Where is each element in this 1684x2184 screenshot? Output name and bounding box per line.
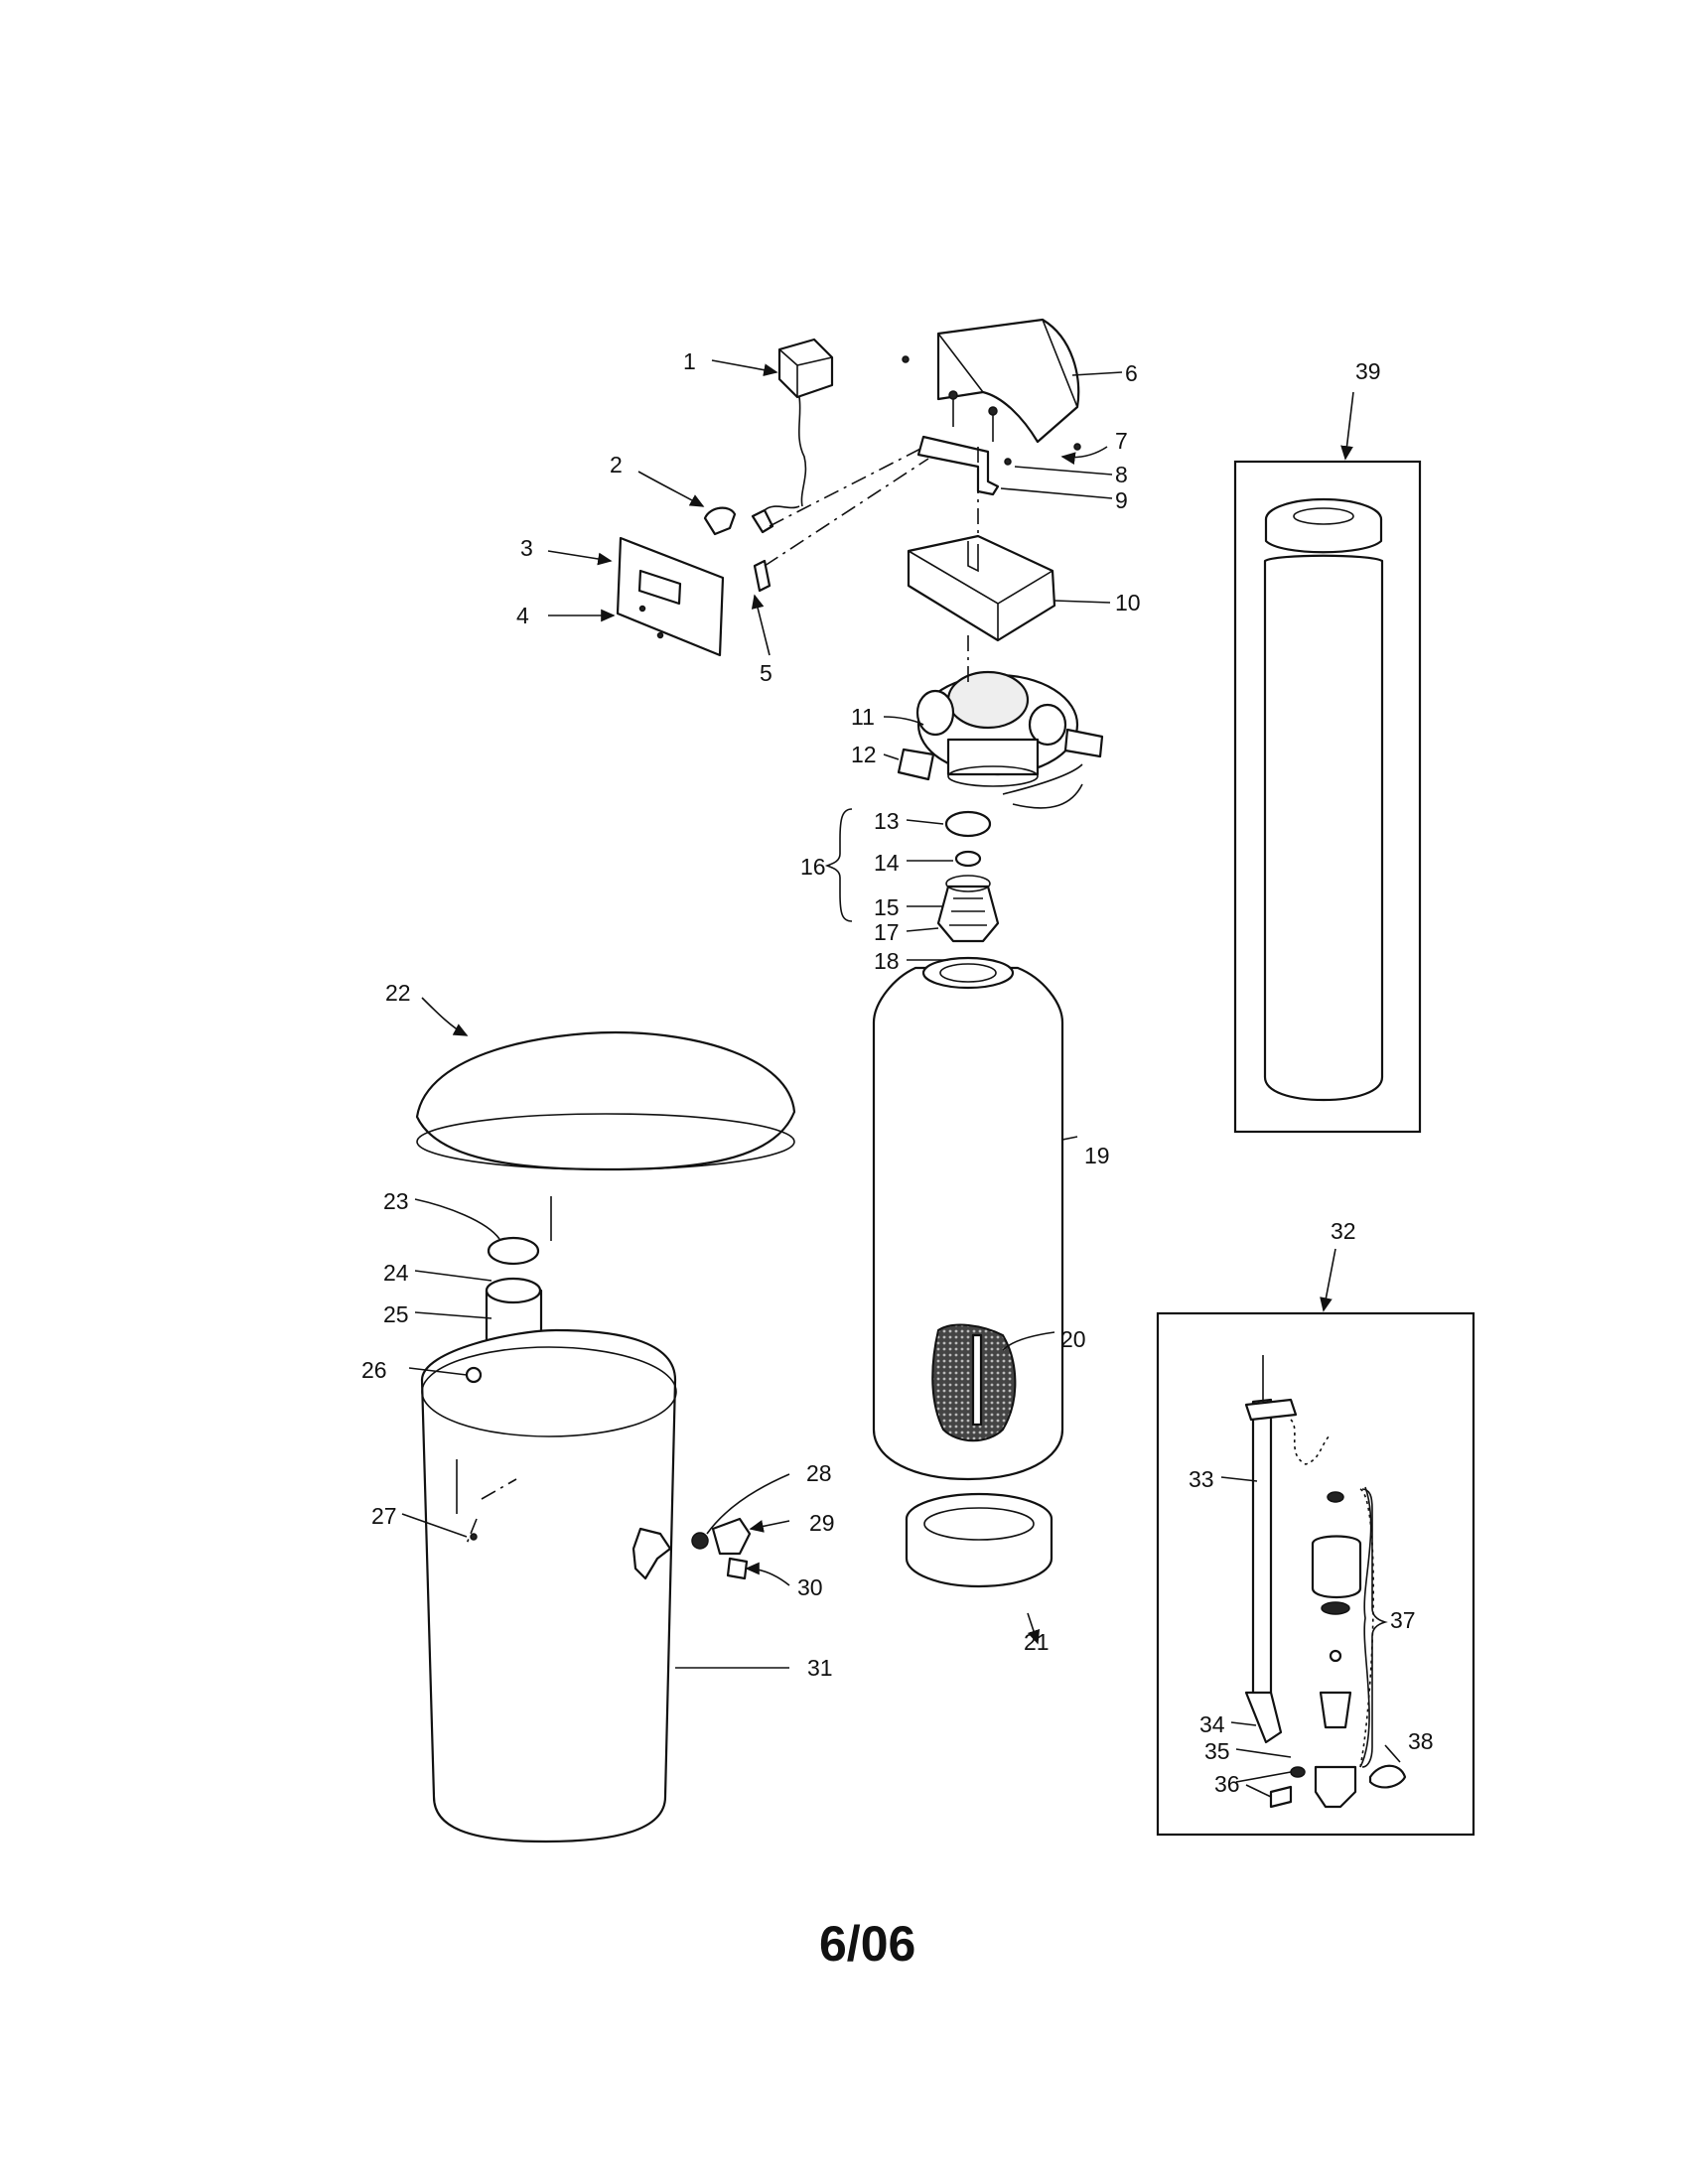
label-19: 19 [1084,1143,1110,1168]
label-39: 39 [1355,358,1381,384]
label-15: 15 [874,894,900,920]
label-8: 8 [1115,462,1128,487]
label-2: 2 [610,452,623,478]
label-24: 24 [383,1260,409,1286]
valve-cover [902,318,1080,444]
label-29: 29 [809,1510,835,1536]
brine-valve-assembly [1244,1355,1407,1809]
label-27: 27 [371,1503,397,1529]
label-30: 30 [797,1574,823,1600]
label-26: 26 [361,1357,387,1383]
label-20: 20 [1060,1326,1086,1352]
label-10: 10 [1115,590,1141,615]
control-valve [897,670,1104,809]
label-4: 4 [516,603,529,628]
label-14: 14 [874,850,900,876]
valve-housing [907,534,1056,642]
mineral-tank [872,956,1064,1481]
bracket-16 [824,808,853,922]
label-32: 32 [1331,1218,1356,1244]
part-labels: 1 2 3 4 5 6 7 8 9 10 11 12 13 14 15 16 1… [361,348,1434,1797]
label-23: 23 [383,1188,409,1214]
label-9: 9 [1115,487,1128,513]
leader-lines [401,359,1401,1798]
label-5: 5 [760,660,772,686]
label-35: 35 [1204,1738,1230,1764]
transformer [777,338,834,507]
label-6: 6 [1125,360,1138,386]
overflow-fitting [691,1517,752,1580]
brine-lid [415,1030,796,1171]
label-1: 1 [683,348,696,374]
label-18: 18 [874,948,900,974]
label-3: 3 [520,535,533,561]
label-36: 36 [1214,1771,1240,1797]
label-38: 38 [1408,1728,1434,1754]
label-34: 34 [1199,1711,1225,1737]
label-33: 33 [1189,1466,1214,1492]
label-16: 16 [800,854,826,880]
label-22: 22 [385,980,411,1006]
bracket-37 [1361,1488,1388,1768]
salt-tank [420,1328,677,1843]
valve-seals [936,810,1000,943]
wire-clip [703,506,737,536]
part-32-box [1156,1311,1475,1837]
date-code: 6/06 [819,1916,915,1972]
label-28: 28 [806,1460,832,1486]
label-31: 31 [807,1655,833,1681]
label-37: 37 [1390,1607,1416,1633]
label-11: 11 [851,704,875,730]
tank-liner [1263,497,1384,1102]
label-21: 21 [1024,1629,1050,1655]
brine-well-cap [487,1196,552,1266]
label-17: 17 [874,919,900,945]
tank-base [905,1492,1053,1588]
label-12: 12 [851,742,877,767]
wire-harness [751,444,929,593]
label-25: 25 [383,1301,409,1327]
label-7: 7 [1115,428,1128,454]
part-39-box [1233,460,1422,1134]
label-13: 13 [874,808,900,834]
control-board [616,536,725,657]
